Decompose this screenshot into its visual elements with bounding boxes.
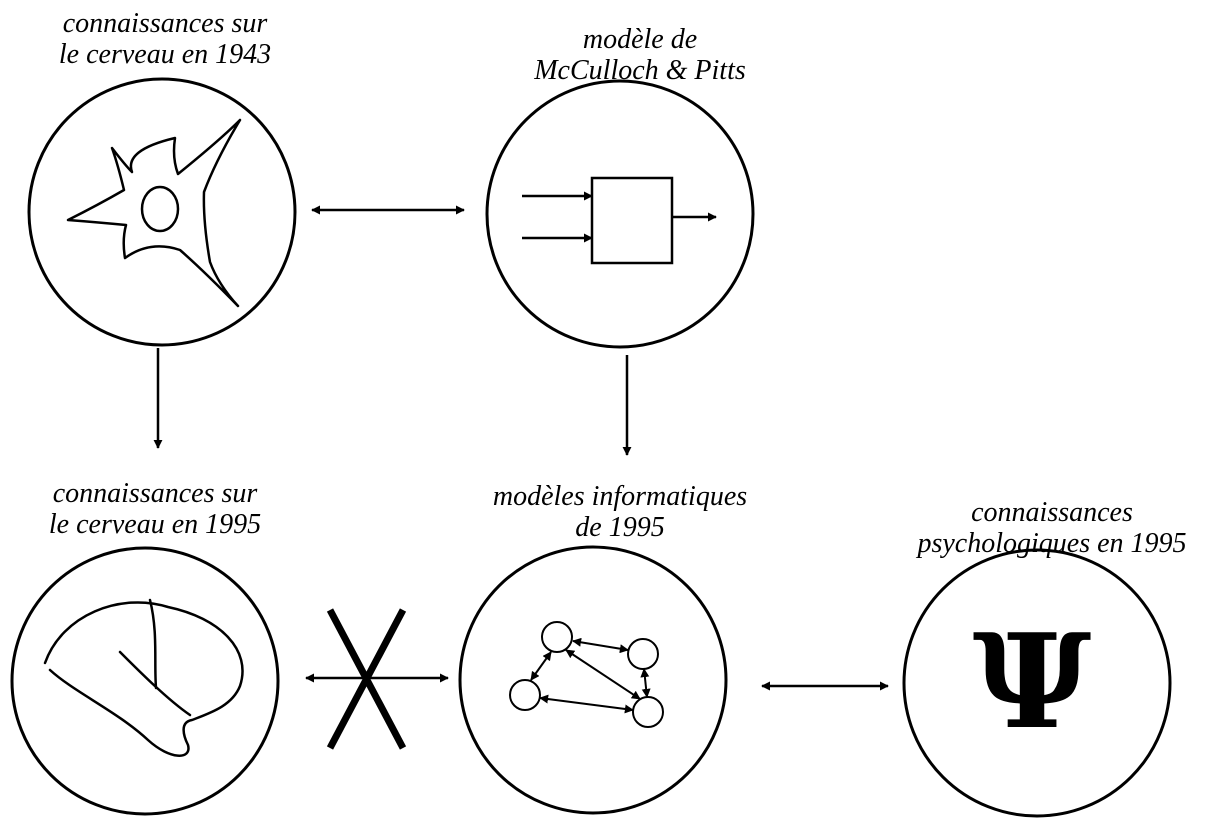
label-psychology-1995-line2: psychologiques en 1995 xyxy=(917,528,1187,559)
brain-icon xyxy=(43,598,244,757)
label-computer-models-1995: modèles informatiques de 1995 xyxy=(493,481,747,543)
label-brain-1943: connaissances sur le cerveau en 1943 xyxy=(59,8,271,70)
label-computer-models-1995-line1: modèles informatiques xyxy=(492,481,748,512)
label-brain-1995-line1: connaissances sur xyxy=(52,478,258,509)
threshold-unit-icon xyxy=(522,176,717,265)
node-circle-mcculloch-pitts xyxy=(485,79,755,349)
network-graph-icon xyxy=(509,621,664,728)
node-circle-brain-1995 xyxy=(10,546,280,816)
label-psychology-1995: connaissances psychologiques en 1995 xyxy=(917,497,1186,559)
label-psychology-1995-line1: connaissances xyxy=(971,497,1133,528)
label-brain-1943-line2: le cerveau en 1943 xyxy=(58,39,272,70)
node-circle-psychology-1995 xyxy=(902,548,1172,818)
node-circle-brain-1943 xyxy=(27,77,297,347)
label-brain-1995-line2: le cerveau en 1995 xyxy=(48,509,262,540)
neuron-icon xyxy=(66,118,242,308)
psi-icon: Ψ xyxy=(972,605,1092,758)
label-mcculloch-pitts-line2: McCulloch & Pitts xyxy=(534,55,746,86)
label-mcculloch-pitts: modèle de McCulloch & Pitts xyxy=(534,24,746,86)
label-mcculloch-pitts-line1: modèle de xyxy=(582,24,698,55)
node-circle-computer-models-1995 xyxy=(458,545,728,815)
label-computer-models-1995-line2: de 1995 xyxy=(575,512,665,543)
label-brain-1943-line1: connaissances sur xyxy=(62,8,268,39)
crossed-out-mark xyxy=(326,608,407,750)
label-brain-1995: connaissances sur le cerveau en 1995 xyxy=(49,478,261,540)
